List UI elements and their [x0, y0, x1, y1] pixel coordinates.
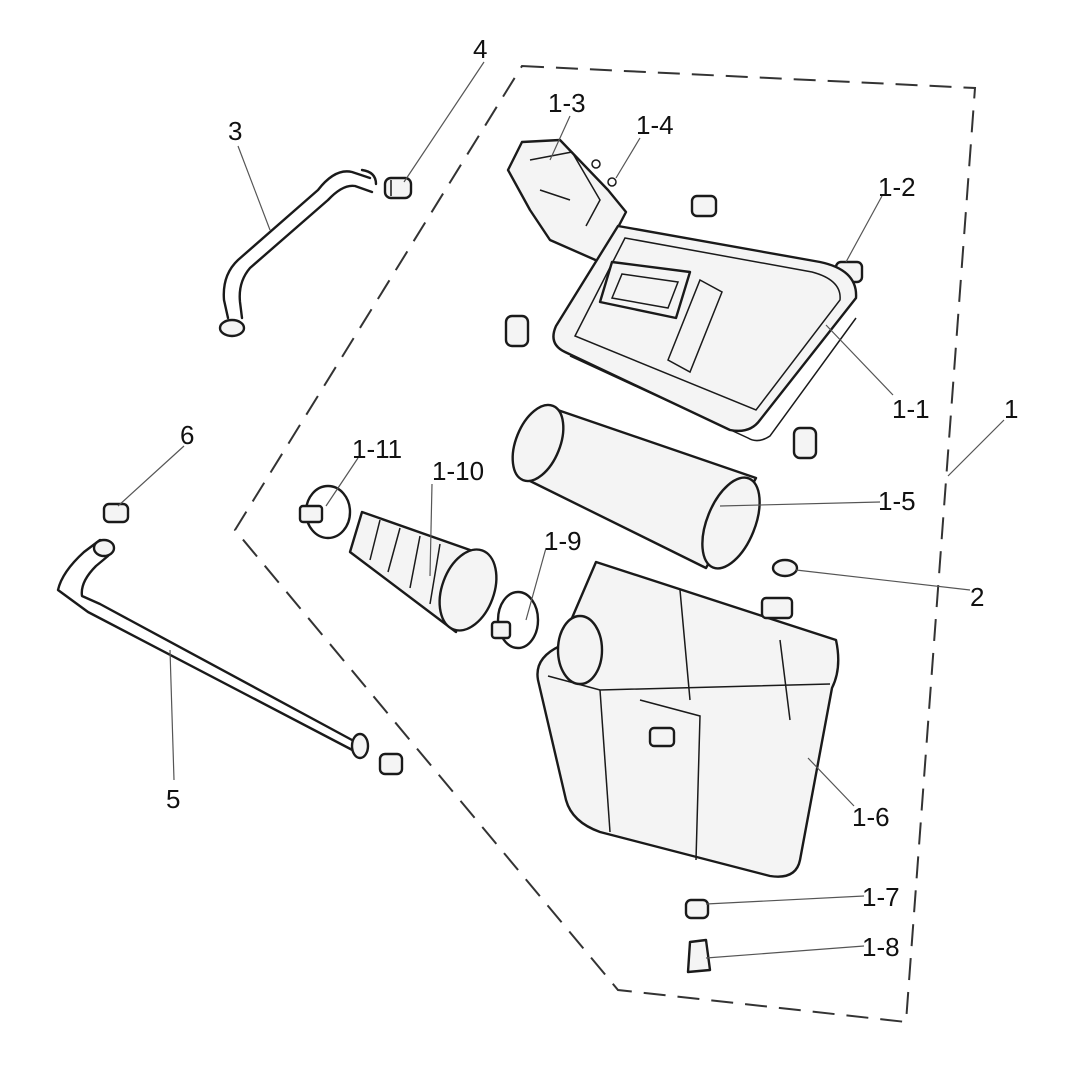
callout-1: 1: [1004, 394, 1018, 424]
part-1-10-boot: [348, 510, 498, 634]
part-4-clamp: [383, 176, 413, 200]
callout-1-4: 1-4: [636, 110, 674, 140]
callout-1-3: 1-3: [548, 88, 586, 118]
part-1-8-drain: [686, 938, 712, 974]
part-5-hose: [56, 538, 370, 760]
callout-1-7: 1-7: [862, 882, 900, 912]
callout-1-9: 1-9: [544, 526, 582, 556]
callout-4: 4: [473, 34, 487, 64]
part-1-2-clips: [504, 194, 864, 460]
part-5-end-clamp: [378, 752, 404, 776]
part-2-plug: [771, 558, 799, 578]
callout-1-5: 1-5: [878, 486, 916, 516]
assembly-boundary: [233, 64, 977, 1024]
part-1-5-filter: [511, 403, 761, 570]
part-3-hose: [218, 168, 378, 338]
callout-1-2: 1-2: [878, 172, 916, 202]
callout-1-1: 1-1: [892, 394, 930, 424]
part-1-6-housing: [536, 560, 840, 878]
callout-1-6: 1-6: [852, 802, 890, 832]
part-6-clamp: [102, 502, 130, 524]
part-1-11-clamp: [298, 484, 352, 540]
part-1-7-cap: [684, 898, 710, 920]
callout-6: 6: [180, 420, 194, 450]
callout-5: 5: [166, 784, 180, 814]
callout-2: 2: [970, 582, 984, 612]
callout-3: 3: [228, 116, 242, 146]
callout-1-10: 1-10: [432, 456, 484, 486]
leader-lines: [117, 61, 1005, 959]
part-1-9-clamp: [490, 590, 540, 650]
part-1-1-lid: [552, 224, 858, 442]
callout-1-11: 1-11: [352, 434, 402, 464]
callout-1-8: 1-8: [862, 932, 900, 962]
